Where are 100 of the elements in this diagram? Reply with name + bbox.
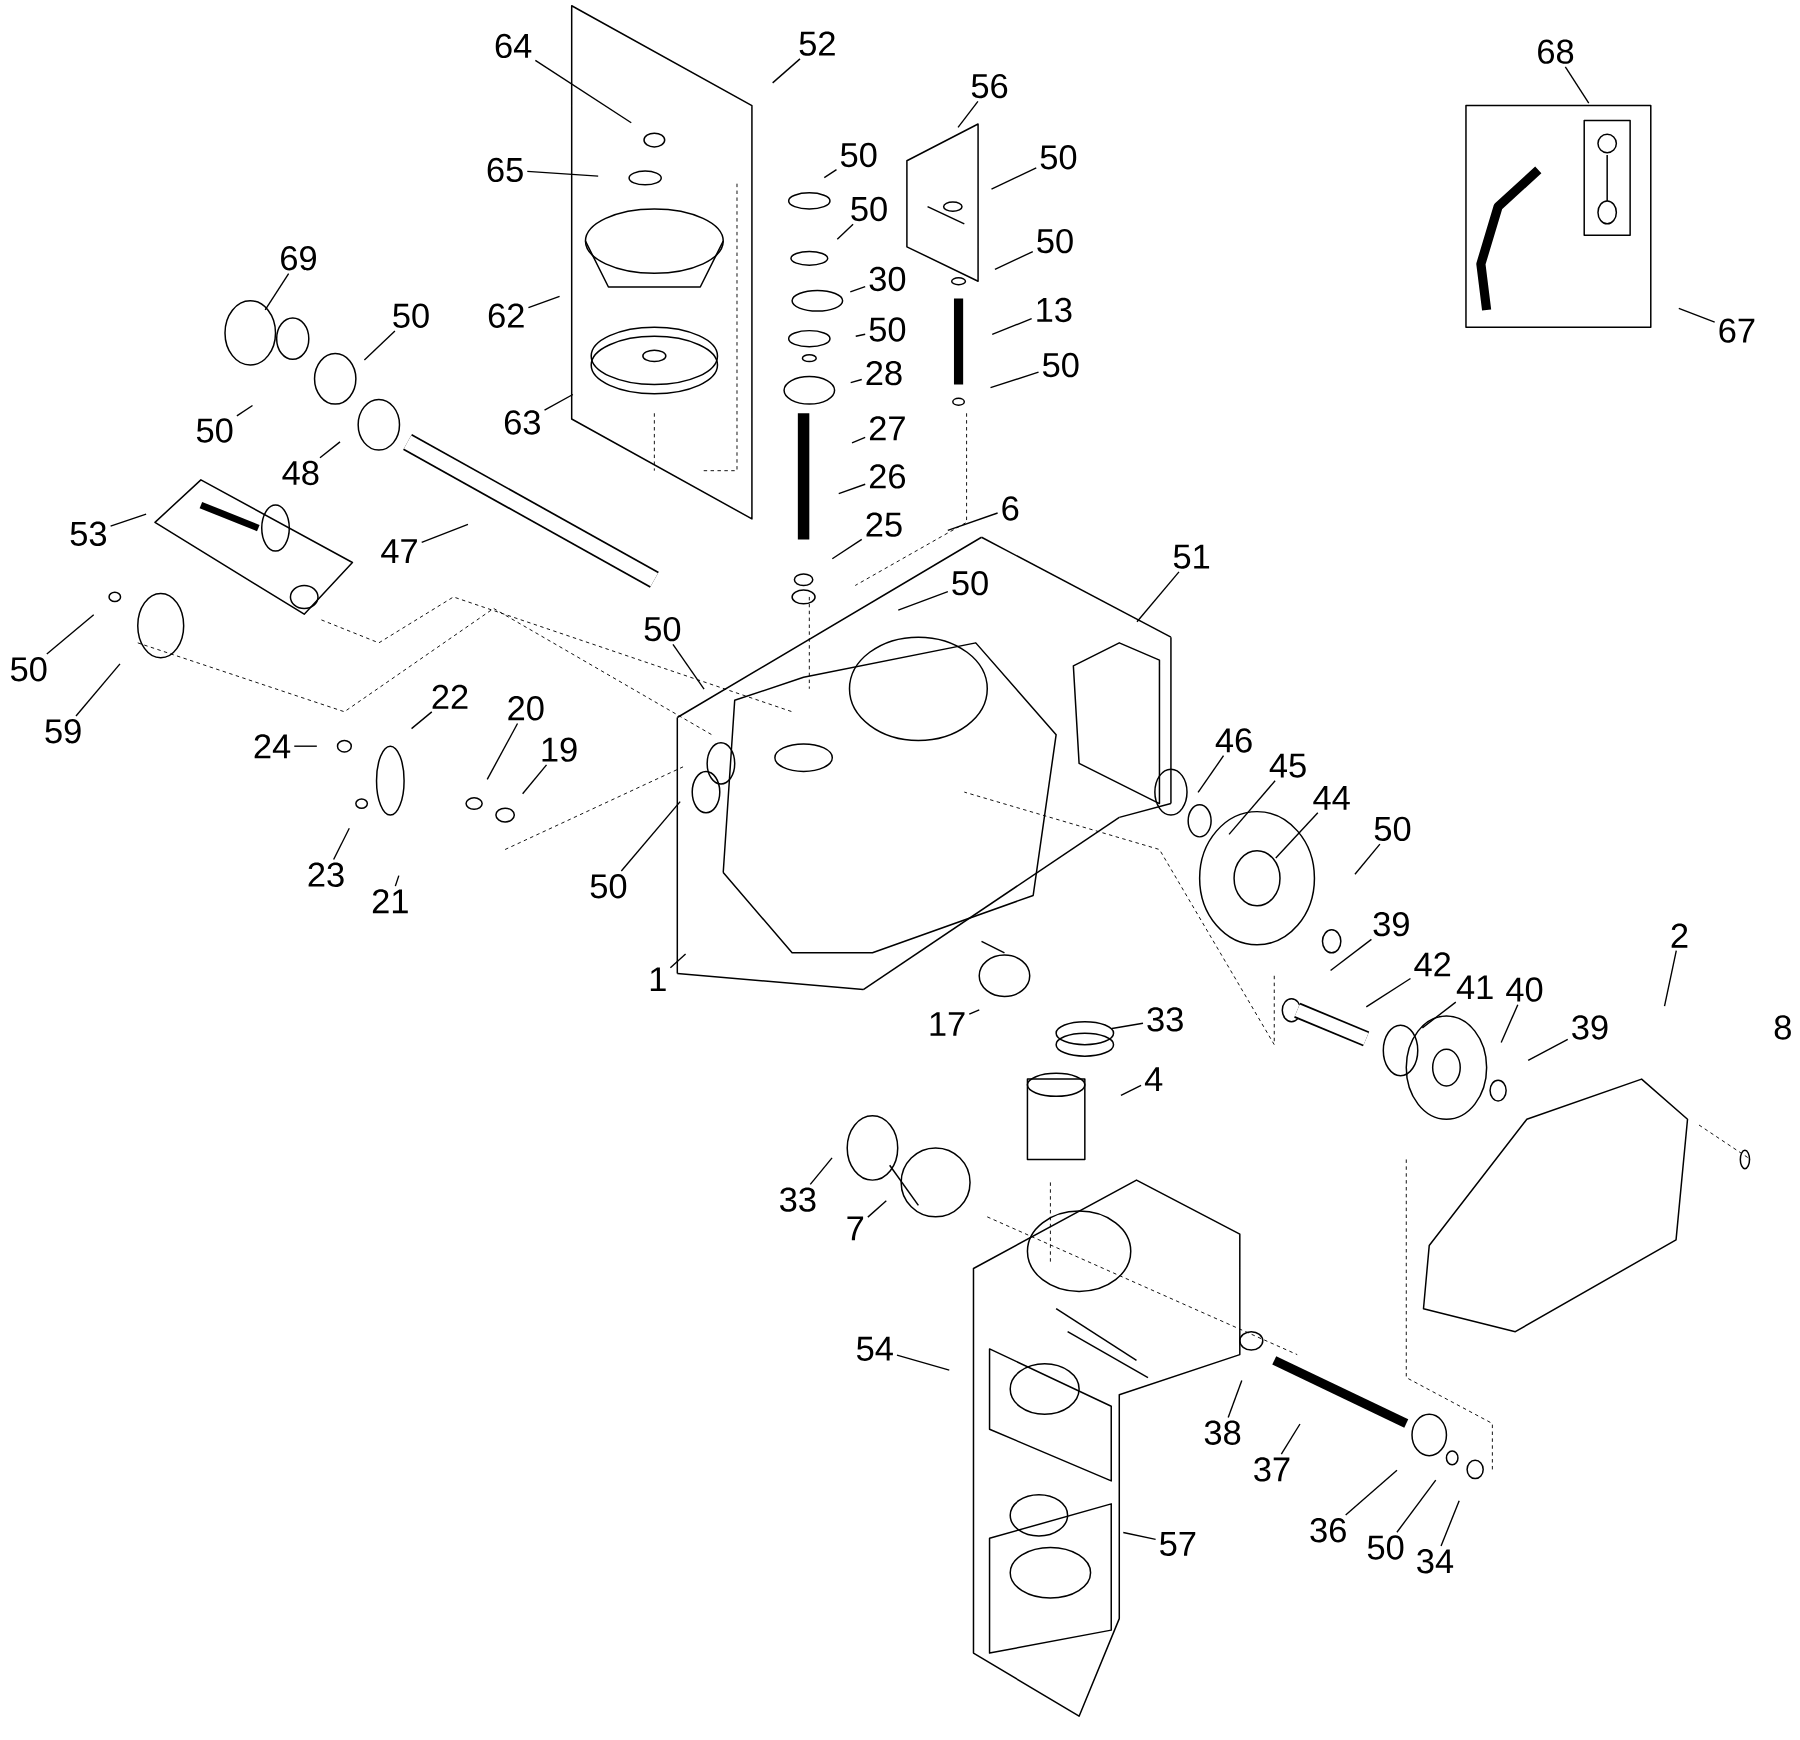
callout-number: 33: [780, 1187, 816, 1212]
leader-line: [669, 953, 687, 969]
callout-number: 50: [10, 656, 47, 682]
leader-line: [851, 436, 866, 444]
leader-line: [831, 538, 863, 560]
callout-number: 47: [381, 539, 417, 563]
leader-line: [1345, 1469, 1398, 1516]
leader-line: [989, 371, 1040, 389]
leader-line: [1227, 1379, 1243, 1418]
leader-line: [543, 393, 574, 411]
callout-number: 50: [644, 616, 681, 642]
leader-line: [1678, 307, 1716, 323]
leader-line: [994, 250, 1034, 270]
callout-number: 48: [282, 460, 319, 485]
leader-line: [1527, 1038, 1569, 1061]
leader-line: [75, 663, 121, 717]
callout-number: 39: [1373, 911, 1409, 937]
leader-line: [1663, 949, 1677, 1007]
callout-number: 33: [1147, 1007, 1183, 1032]
leader-line: [521, 764, 548, 795]
leader-line: [363, 330, 396, 361]
callout-number: 50: [851, 196, 887, 221]
callout-number: 37: [1254, 1457, 1290, 1482]
callout-number: 38: [1204, 1420, 1241, 1445]
callout-number: 57: [1160, 1531, 1196, 1556]
callout-number: 17: [930, 1012, 965, 1036]
leader-line: [991, 317, 1033, 335]
leader-line: [319, 441, 341, 459]
callout-number: 39: [1572, 1015, 1608, 1040]
callout-number: 28: [866, 360, 902, 386]
callout-number: 59: [45, 718, 81, 744]
leader-line: [1197, 754, 1225, 793]
leader-line: [1228, 779, 1276, 835]
leader-line: [410, 711, 433, 730]
leader-line: [1280, 1423, 1301, 1455]
leader-line: [855, 333, 866, 337]
leader-line: [293, 745, 318, 747]
callout-number: 34: [1417, 1548, 1454, 1574]
callout-number: 41: [1456, 975, 1493, 999]
leader-line: [1329, 938, 1373, 972]
leader-line: [1275, 811, 1319, 859]
leader-line: [1500, 1003, 1519, 1043]
leader-line: [1421, 1001, 1457, 1029]
callout-number: 25: [866, 512, 902, 537]
callout-number: 62: [488, 303, 524, 328]
leader-line: [672, 643, 705, 690]
leader-line: [46, 613, 95, 655]
leader-line: [526, 170, 599, 177]
callout-number: 50: [869, 317, 906, 342]
callout-number: 30: [869, 266, 906, 291]
callout-number: 26: [869, 464, 905, 489]
callout-number: 24: [254, 734, 291, 759]
callout-number: 40: [1506, 977, 1543, 1002]
leader-line: [1564, 66, 1590, 104]
leader-line: [809, 1156, 833, 1185]
callout-number: 50: [1040, 144, 1077, 170]
leader-line: [1122, 1531, 1157, 1540]
leader-line: [896, 1354, 950, 1371]
leader-line: [957, 100, 979, 128]
leader-line: [771, 58, 801, 84]
callout-number: 50: [1367, 1535, 1404, 1560]
callout-number: 50: [393, 303, 429, 328]
callout-number: 50: [840, 142, 877, 167]
leader-line: [620, 800, 681, 872]
callout-number: 50: [1042, 352, 1079, 378]
callout-number: 13: [1037, 297, 1072, 322]
callout-number: 27: [869, 416, 905, 441]
callout-number: 21: [372, 889, 408, 914]
leader-line: [534, 59, 632, 124]
callout-number: 50: [196, 418, 233, 443]
leader-line: [1120, 1084, 1142, 1096]
leader-line: [947, 512, 999, 531]
leader-line: [1136, 570, 1180, 623]
leader-line: [109, 513, 147, 527]
leader-line: [990, 166, 1037, 190]
leader-line: [849, 285, 866, 293]
callout-number: 64: [495, 33, 532, 58]
leader-line: [421, 523, 469, 543]
callout-number: 50: [952, 570, 988, 596]
callout-number: 50: [1374, 816, 1411, 841]
leader-line: [1396, 1479, 1437, 1533]
leader-line: [1440, 1499, 1460, 1547]
callout-number: 50: [590, 873, 627, 899]
callout-number: 67: [1719, 318, 1755, 343]
leader-line: [968, 1009, 980, 1015]
callout-number: 53: [70, 521, 107, 546]
callout-number: 44: [1313, 785, 1350, 810]
callout-number: 1: [650, 967, 666, 991]
leader-line: [236, 404, 254, 417]
callout-number: 2: [1671, 923, 1688, 948]
leader-line: [1111, 1022, 1144, 1030]
leader-line: [836, 223, 854, 240]
leader-line: [823, 168, 838, 179]
leader-line: [332, 827, 350, 861]
leader-line: [867, 1199, 887, 1218]
callout-number: 51: [1173, 544, 1210, 569]
callout-number: 52: [799, 31, 835, 56]
callout-number: 19: [542, 737, 577, 762]
callout-number: 69: [281, 245, 316, 271]
callout-number: 68: [1538, 39, 1574, 64]
